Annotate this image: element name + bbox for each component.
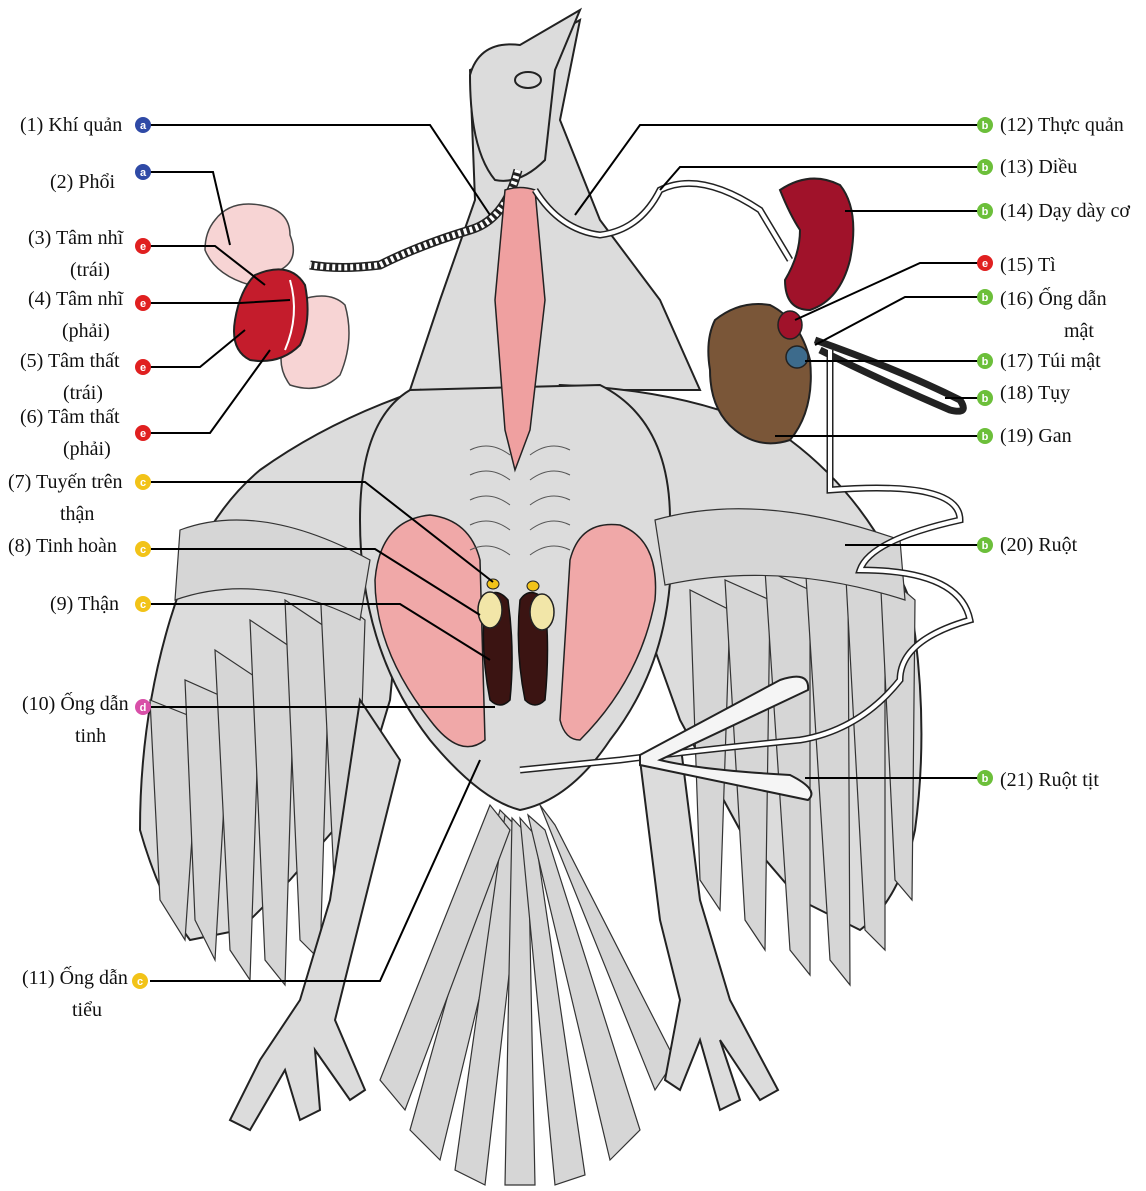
badge-letter: b <box>982 393 989 405</box>
badge-letter: a <box>140 167 147 179</box>
testes-area <box>375 515 485 747</box>
badge-letter: c <box>140 544 146 556</box>
label-15: (15) Tì <box>1000 254 1056 276</box>
gallbladder <box>786 346 808 368</box>
label-9: (9) Thận <box>50 593 119 615</box>
label-4: (4) Tâm nhĩ <box>28 288 124 310</box>
badge-c-7: c <box>135 474 151 490</box>
badge-letter: e <box>140 362 146 374</box>
label-10b: tinh <box>75 725 106 747</box>
label-5: (5) Tâm thất <box>20 350 120 372</box>
badge-b-14: b <box>977 203 993 219</box>
badge-letter: e <box>982 258 988 270</box>
badge-letter: b <box>982 356 989 368</box>
label-7b: thận <box>60 503 94 525</box>
badge-b-19: b <box>977 428 993 444</box>
tail-feathers <box>380 805 675 1185</box>
badge-letter: b <box>982 431 989 443</box>
badge-letter: d <box>140 702 147 714</box>
badge-b-21: b <box>977 770 993 786</box>
badge-letter: b <box>982 162 989 174</box>
leader-5 <box>150 330 245 367</box>
pancreas-loop <box>815 340 963 411</box>
label-14: (14) Dạy dày cơ <box>1000 200 1130 222</box>
gizzard <box>780 179 853 310</box>
badge-e-5: e <box>135 359 151 375</box>
badge-e-15: e <box>977 255 993 271</box>
badge-letter: b <box>982 292 989 304</box>
testis-right <box>530 594 554 630</box>
label-6: (6) Tâm thất <box>20 406 120 428</box>
badge-letter: e <box>140 241 146 253</box>
label-21: (21) Ruột tịt <box>1000 769 1099 791</box>
adrenal-right <box>527 581 539 591</box>
badge-c-9: c <box>135 596 151 612</box>
label-12: (12) Thực quản <box>1000 114 1124 136</box>
label-18: (18) Tụy <box>1000 382 1070 404</box>
leader-6 <box>150 350 270 433</box>
badge-letter: b <box>982 540 989 552</box>
badge-b-16: b <box>977 289 993 305</box>
label-7: (7) Tuyến trên <box>8 471 122 493</box>
label-2: (2) Phổi <box>50 171 115 193</box>
leader-1 <box>150 125 490 215</box>
label-4b: (phải) <box>62 320 110 342</box>
label-13: (13) Diều <box>1000 156 1077 178</box>
badge-b-13: b <box>977 159 993 175</box>
label-6b: (phải) <box>63 438 111 460</box>
label-8: (8) Tinh hoàn <box>8 535 117 557</box>
adrenal-left <box>487 579 499 589</box>
spleen <box>778 311 802 339</box>
label-17: (17) Túi mật <box>1000 350 1101 372</box>
badge-letter: b <box>982 120 989 132</box>
badge-letter: b <box>982 773 989 785</box>
badge-letter: e <box>140 428 146 440</box>
badge-d-10: d <box>135 699 151 715</box>
badge-a-1: a <box>135 117 151 133</box>
badge-b-18: b <box>977 390 993 406</box>
label-20: (20) Ruột <box>1000 534 1078 556</box>
label-1: (1) Khí quản <box>20 114 122 136</box>
label-11: (11) Ống dẫn <box>22 965 128 989</box>
label-5b: (trái) <box>63 382 103 404</box>
leader-16 <box>815 297 985 345</box>
label-3b: (trái) <box>70 259 110 281</box>
badge-a-2: a <box>135 164 151 180</box>
leader-12 <box>575 125 985 215</box>
badge-b-20: b <box>977 537 993 553</box>
label-10: (10) Ống dẫn <box>22 691 129 715</box>
badge-letter: a <box>140 120 147 132</box>
testes-area-right <box>560 524 656 740</box>
badge-c-8: c <box>135 541 151 557</box>
labels-right: (12) Thực quản (13) Diều (14) Dạy dày cơ… <box>1000 114 1130 791</box>
label-19: (19) Gan <box>1000 425 1072 447</box>
badge-letter: c <box>140 599 146 611</box>
badge-b-17: b <box>977 353 993 369</box>
label-11b: tiểu <box>72 999 102 1021</box>
badge-letter: e <box>140 298 146 310</box>
badge-e-3: e <box>135 238 151 254</box>
badge-e-6: e <box>135 425 151 441</box>
badge-letter: c <box>140 477 146 489</box>
label-16b: mật <box>1064 320 1094 342</box>
badge-letter: b <box>982 206 989 218</box>
badge-e-4: e <box>135 295 151 311</box>
labels-left: (1) Khí quản (2) Phổi (3) Tâm nhĩ (trái)… <box>8 114 129 1021</box>
label-3: (3) Tâm nhĩ <box>28 227 124 249</box>
badge-c-11: c <box>132 973 148 989</box>
badge-b-12: b <box>977 117 993 133</box>
testis-left <box>478 592 502 628</box>
badge-letter: c <box>137 976 143 988</box>
label-16: (16) Ống dẫn <box>1000 286 1107 310</box>
